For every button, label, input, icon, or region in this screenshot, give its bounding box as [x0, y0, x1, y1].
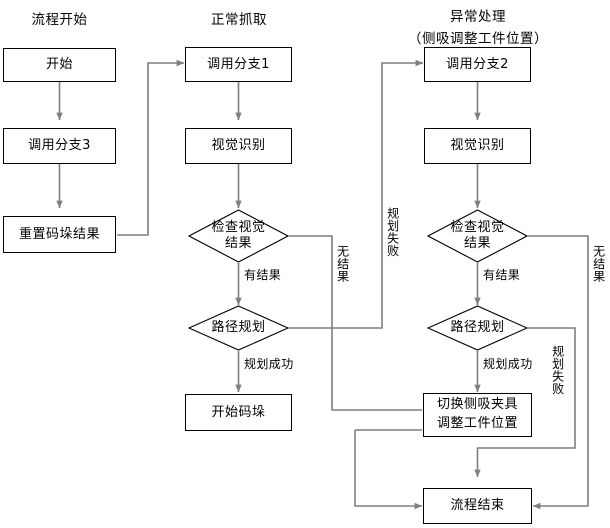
- edge-label-text: 规划成功: [244, 357, 294, 371]
- node-start-palletize[interactable]: 开始码垛: [185, 394, 292, 431]
- edge-label-text: 规划失败: [385, 207, 400, 257]
- node-path-plan-right[interactable]: 路径规划: [427, 305, 528, 351]
- title-mid: 正常抓取: [184, 8, 294, 28]
- node-check-vision-mid[interactable]: 检查视觉 结果: [188, 209, 289, 263]
- edge-label-mid-no-result: 无结果: [335, 244, 350, 284]
- edge-reset-to-branch1: [117, 59, 185, 236]
- node-branch1[interactable]: 调用分支1: [185, 47, 292, 82]
- switch-line2: 调整工件位置: [436, 416, 518, 431]
- edge-path-mid-fail-to-branch2: [289, 59, 424, 329]
- edge-label-mid-has-result: 有结果: [243, 268, 283, 283]
- node-start-label: 开始: [45, 57, 73, 73]
- node-branch3[interactable]: 调用分支3: [3, 128, 116, 164]
- check-mid-line2: 结果: [224, 236, 252, 251]
- switch-line1: 切换侧吸夹具: [436, 397, 518, 413]
- node-end-label: 流程结束: [450, 498, 505, 514]
- edge-label-text: 规划失败: [550, 345, 565, 395]
- edge-label-right-has-result: 有结果: [482, 268, 522, 283]
- node-end[interactable]: 流程结束: [423, 488, 532, 524]
- node-start[interactable]: 开始: [3, 48, 116, 82]
- check-mid-line1: 检查视觉: [211, 220, 266, 236]
- node-reset-label: 重置码垛结果: [18, 226, 100, 242]
- title-right-line2: （侧吸调整工件位置）: [408, 31, 548, 47]
- node-vision-right-label: 视觉识别: [450, 138, 505, 154]
- node-branch1-label: 调用分支1: [207, 56, 270, 72]
- edge-check-mid-none-to-switch: [289, 235, 422, 411]
- node-start-palletize-label: 开始码垛: [211, 404, 266, 420]
- diamond-outline: [427, 209, 528, 263]
- edge-label-text: 规划成功: [483, 357, 533, 371]
- diamond-outline: [427, 305, 528, 351]
- edge-label-text: 有结果: [483, 268, 521, 282]
- node-vision-mid-label: 视觉识别: [211, 138, 266, 154]
- node-switch-side-gripper[interactable]: 切换侧吸夹具 调整工件位置: [423, 393, 532, 437]
- node-reset-palletize-result[interactable]: 重置码垛结果: [3, 216, 116, 253]
- check-right-line1: 检查视觉: [450, 220, 505, 236]
- title-mid-text: 正常抓取: [211, 12, 267, 28]
- diamond-outline: [188, 305, 289, 351]
- title-right: 异常处理 （侧吸调整工件位置）: [388, 5, 568, 47]
- node-vision-right[interactable]: 视觉识别: [424, 128, 531, 164]
- title-right-line1: 异常处理: [450, 9, 506, 25]
- node-check-vision-right-label: 检查视觉 结果: [427, 220, 528, 251]
- edge-label-right-plan-success: 规划成功: [482, 357, 534, 372]
- edge-label-text: 无结果: [591, 245, 606, 283]
- check-right-line2: 结果: [463, 236, 491, 251]
- node-path-plan-mid-label: 路径规划: [211, 320, 266, 336]
- node-branch2-label: 调用分支2: [446, 56, 509, 72]
- title-left: 流程开始: [3, 8, 116, 28]
- edge-label-text: 有结果: [244, 268, 282, 282]
- edge-label-text: 无结果: [335, 245, 350, 283]
- node-branch2[interactable]: 调用分支2: [424, 47, 531, 82]
- node-branch3-label: 调用分支3: [28, 138, 91, 154]
- node-path-plan-mid[interactable]: 路径规划: [188, 305, 289, 351]
- edge-label-mid-plan-success: 规划成功: [243, 357, 295, 372]
- node-path-plan-right-label: 路径规划: [450, 320, 505, 336]
- edge-label-right-plan-fail: 规划失败: [550, 344, 565, 396]
- edge-switch-to-end: [354, 430, 423, 510]
- diamond-outline: [188, 209, 289, 263]
- edge-label-right-no-result: 无结果: [591, 244, 606, 284]
- node-check-vision-mid-label: 检查视觉 结果: [188, 220, 289, 251]
- node-vision-mid[interactable]: 视觉识别: [185, 128, 292, 164]
- edge-label-mid-plan-fail: 规划失败: [385, 206, 400, 258]
- node-check-vision-right[interactable]: 检查视觉 结果: [427, 209, 528, 263]
- title-left-text: 流程开始: [31, 12, 88, 28]
